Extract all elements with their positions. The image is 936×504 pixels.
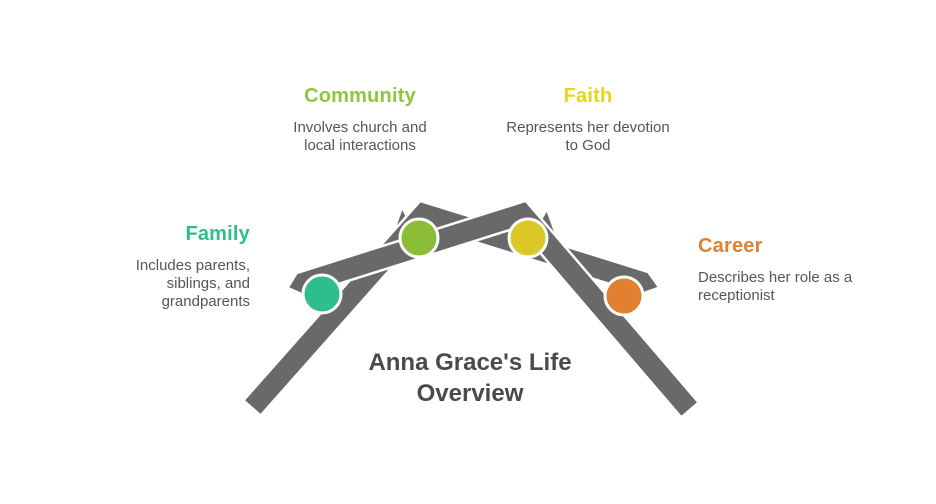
diagram-title: Anna Grace's Life Overview	[368, 349, 572, 407]
career-node	[603, 275, 645, 317]
faith-node	[507, 217, 549, 259]
career-label: Career	[698, 235, 763, 257]
faith-section: Faith Represents her devotion to God	[498, 84, 678, 155]
community-label: Community	[304, 85, 416, 107]
ribbon-right-to-left	[285, 199, 701, 420]
career-description: Describes her role as a receptionist	[698, 269, 853, 304]
family-node	[301, 273, 343, 315]
community-description: Involves church and local interactions	[293, 119, 427, 154]
career-section: Career Describes her role as a reception…	[698, 234, 866, 305]
faith-label: Faith	[563, 85, 613, 107]
community-node	[398, 217, 440, 259]
faith-description: Represents her devotion to God	[506, 119, 670, 154]
family-description: Includes parents, siblings, and grandpar…	[135, 257, 250, 310]
family-label: Family	[185, 223, 250, 245]
community-section: Community Involves church and local inte…	[278, 84, 442, 155]
family-section: Family Includes parents, siblings, and g…	[116, 222, 250, 311]
